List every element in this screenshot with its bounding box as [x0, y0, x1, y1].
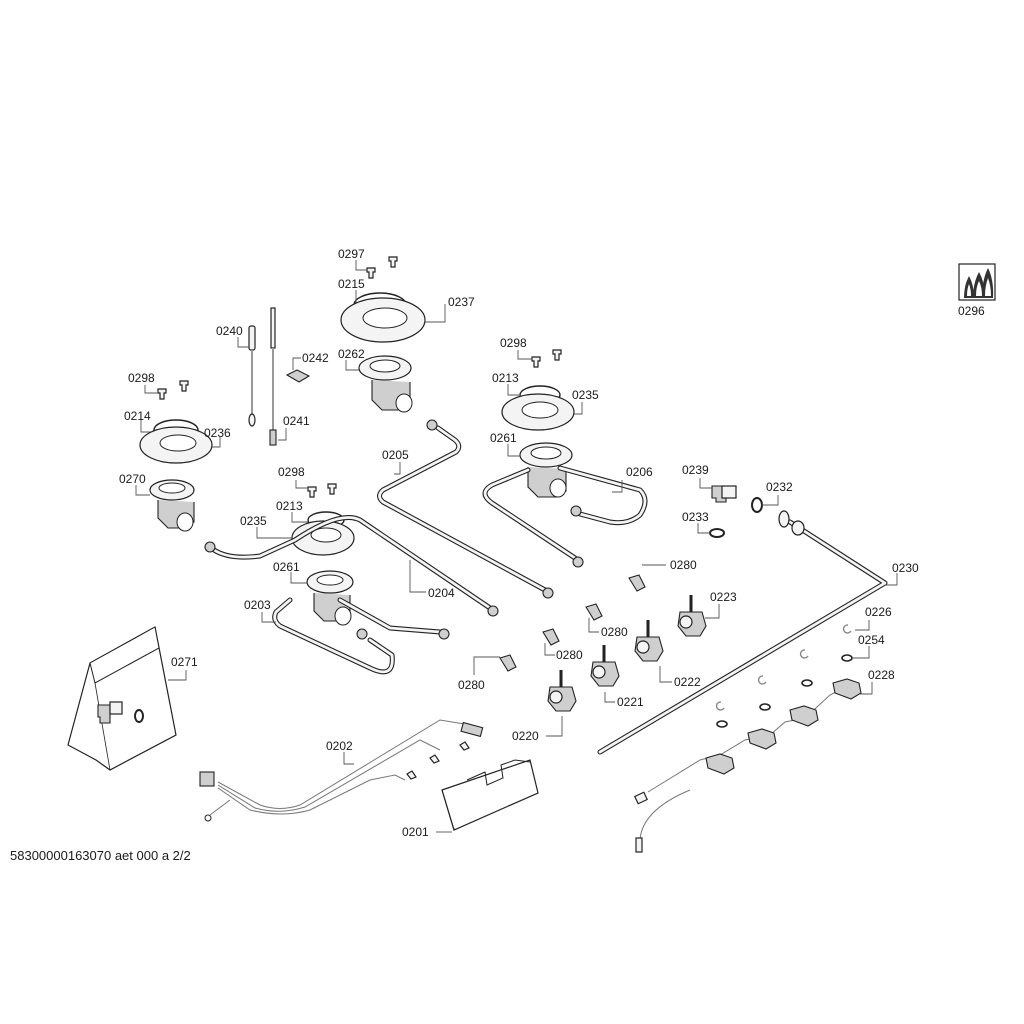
part-label-0241: 0241 [283, 414, 310, 428]
part-label-0262: 0262 [338, 347, 365, 361]
gas-valve-0222[interactable] [634, 620, 664, 662]
part-label-0226: 0226 [865, 605, 892, 619]
injector-0280-b[interactable] [585, 603, 603, 621]
part-label-0223: 0223 [710, 590, 737, 604]
burner-body-0262[interactable] [358, 355, 413, 413]
part-label-0235: 0235 [572, 388, 599, 402]
part-label-0240: 0240 [216, 324, 243, 338]
part-label-0215: 0215 [338, 277, 365, 291]
part-label-0221: 0221 [617, 695, 644, 709]
gas-pipe-0205[interactable] [377, 419, 554, 599]
part-label-0254: 0254 [858, 633, 885, 647]
burner-body-0270[interactable] [149, 479, 195, 532]
part-label-0261: 0261 [490, 431, 517, 445]
part-label-0202: 0202 [326, 739, 353, 753]
part-label-0206: 0206 [626, 465, 653, 479]
screw-0297[interactable] [366, 256, 398, 279]
seal-0254[interactable] [716, 654, 853, 728]
part-label-0261: 0261 [273, 560, 300, 574]
part-label-0233: 0233 [682, 510, 709, 524]
part-label-0271: 0271 [171, 655, 198, 669]
part-label-0280: 0280 [556, 648, 583, 662]
injector-0280-d[interactable] [499, 654, 517, 672]
clip-0242[interactable] [285, 369, 311, 383]
part-label-0280: 0280 [670, 558, 697, 572]
part-label-0213: 0213 [492, 371, 519, 385]
part-label-0239: 0239 [682, 463, 709, 477]
part-label-0230: 0230 [892, 561, 919, 575]
part-label-0298: 0298 [500, 336, 527, 350]
part-label-0270: 0270 [119, 472, 146, 486]
elbow-fitting-0239[interactable] [711, 485, 737, 503]
part-label-0298: 0298 [128, 371, 155, 385]
thermocouple-0240[interactable] [248, 325, 256, 427]
part-label-0222: 0222 [674, 675, 701, 689]
screw-0298-centre[interactable] [307, 483, 337, 498]
ignition-switch-harness-0228[interactable] [633, 678, 862, 853]
conversion-kit-bag-0271[interactable] [67, 626, 177, 771]
part-label-0280: 0280 [601, 625, 628, 639]
part-label-0237: 0237 [448, 295, 475, 309]
part-label-0298: 0298 [278, 465, 305, 479]
part-label-0201: 0201 [402, 825, 429, 839]
part-label-0297: 0297 [338, 247, 365, 261]
main-gas-pipe-0230[interactable] [597, 510, 888, 755]
part-label-0235: 0235 [240, 514, 267, 528]
ignition-module-0201[interactable] [441, 759, 539, 831]
part-label-0220: 0220 [512, 729, 539, 743]
gas-valve-0221[interactable] [590, 645, 620, 687]
document-reference: 58300000163070 aet 000 a 2/2 [10, 848, 191, 863]
burner-tray-0237[interactable] [340, 297, 426, 343]
gas-valve-0223[interactable] [677, 595, 707, 637]
seal-washer-0232[interactable] [751, 497, 763, 513]
part-label-0228: 0228 [868, 668, 895, 682]
part-label-0204: 0204 [428, 586, 455, 600]
clip-0226[interactable] [715, 624, 852, 711]
burner-tray-0236[interactable] [139, 426, 213, 464]
burner-body-0261-right[interactable] [519, 442, 573, 498]
burner-tray-0235-right[interactable] [501, 393, 575, 431]
part-label-0242: 0242 [302, 351, 329, 365]
part-label-0236: 0236 [204, 426, 231, 440]
gas-pipe-0204[interactable] [204, 515, 499, 617]
wiring-harness-0202[interactable] [199, 719, 484, 822]
part-label-0214: 0214 [124, 409, 151, 423]
screw-0298-right[interactable] [531, 349, 562, 368]
part-label-0203: 0203 [244, 598, 271, 612]
gas-flame-icon [958, 263, 996, 301]
part-label-0296: 0296 [958, 304, 985, 318]
gas-pipe-0206[interactable] [482, 465, 648, 568]
injector-0280-a[interactable] [628, 574, 646, 592]
seal-washer-0233[interactable] [709, 528, 725, 538]
part-label-0205: 0205 [382, 448, 409, 462]
part-label-0232: 0232 [766, 480, 793, 494]
injector-0280-c[interactable] [542, 628, 560, 646]
part-label-0280: 0280 [458, 678, 485, 692]
burner-body-0261[interactable] [306, 570, 354, 626]
gas-valve-0220[interactable] [547, 670, 577, 712]
ignition-electrode-0241[interactable] [269, 307, 277, 446]
gas-pipe-0203[interactable] [272, 597, 450, 675]
screw-0298-left[interactable] [157, 380, 189, 400]
part-label-0213: 0213 [276, 499, 303, 513]
